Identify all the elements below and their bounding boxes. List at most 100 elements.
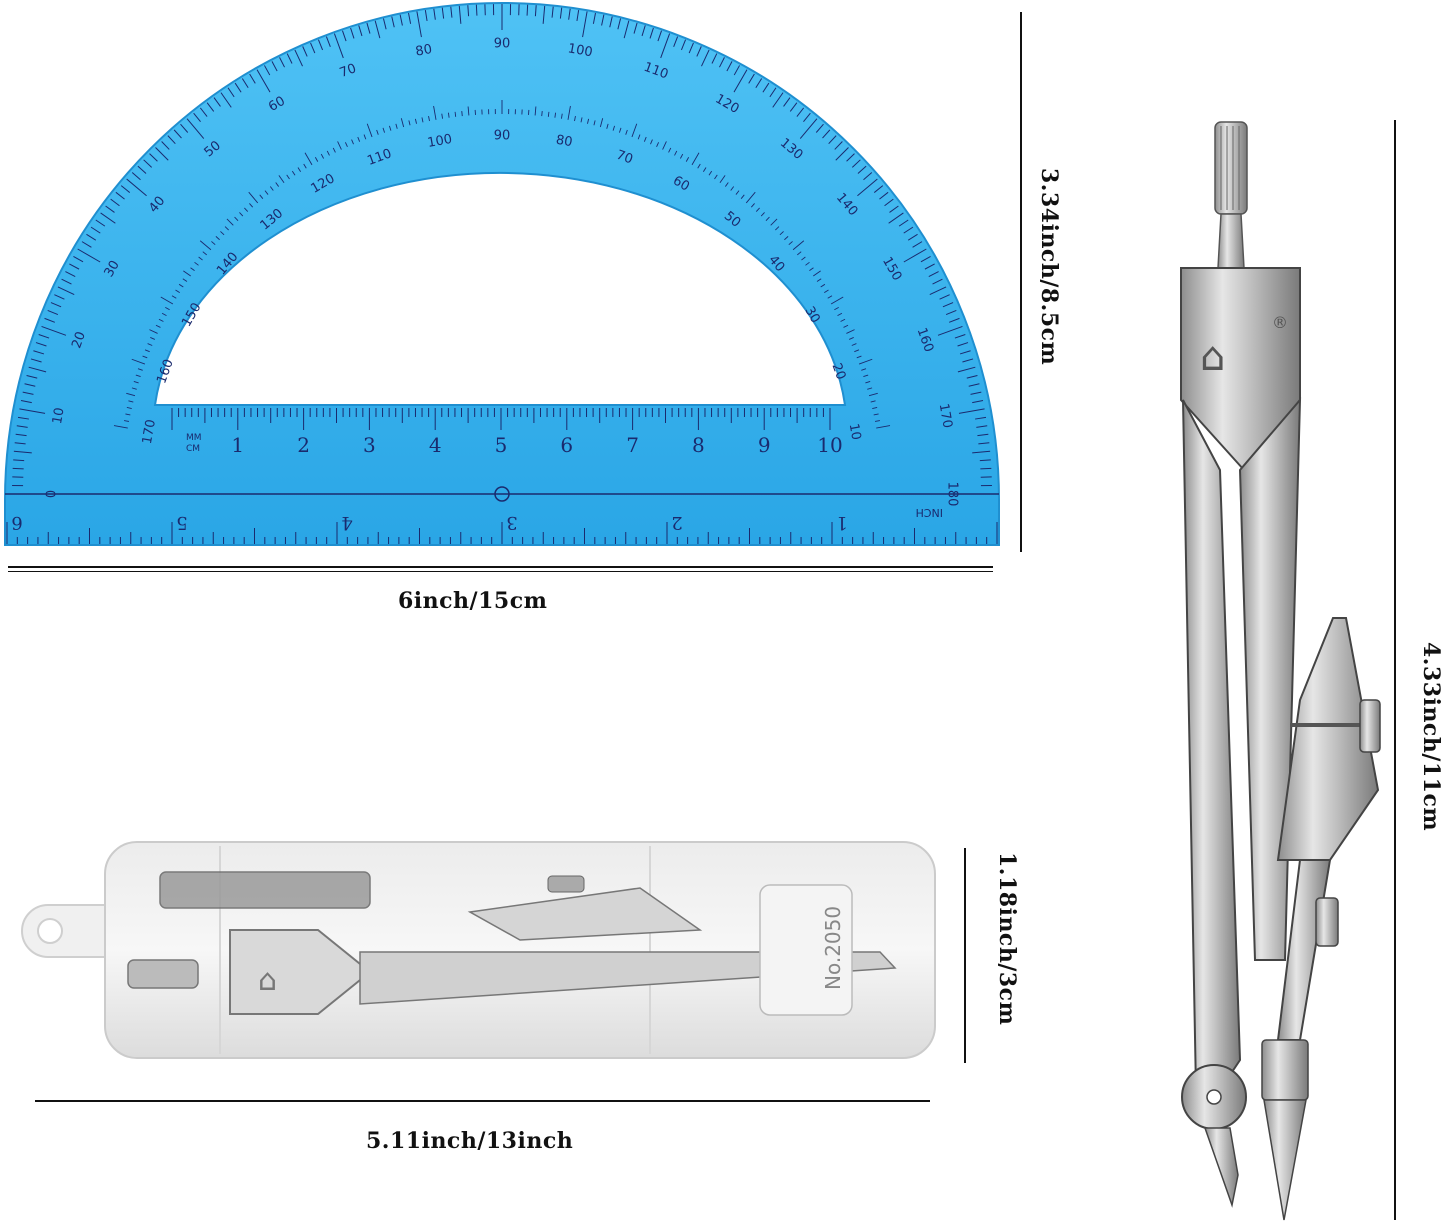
degree-tick — [879, 191, 889, 200]
inner-degree-tick — [421, 117, 424, 123]
degree-tick — [959, 350, 971, 355]
degree-tick — [970, 391, 982, 395]
inner-degree-tick — [872, 406, 878, 409]
outer-degree-label: 90 — [494, 37, 511, 52]
inner-degree-tick — [668, 147, 672, 153]
degree-tick — [907, 233, 918, 241]
degree-tick — [822, 129, 831, 139]
degree-tick — [424, 9, 428, 21]
inner-degree-tick — [226, 218, 234, 226]
degree-tick — [374, 20, 381, 39]
inner-degree-tick — [234, 216, 239, 221]
inner-degree-tick — [680, 153, 684, 159]
inner-degree-tick — [856, 355, 862, 359]
inner-degree-tick — [534, 106, 537, 116]
degree-tick — [834, 141, 843, 150]
degree-tick — [193, 112, 201, 123]
inner-degree-tick — [125, 413, 131, 416]
degree-tick — [979, 459, 991, 462]
case-height-label: 1.18inch/3cm — [994, 852, 1020, 1026]
compass-lead-tip — [1263, 1099, 1307, 1221]
degree-tick — [325, 36, 331, 47]
inner-degree-tick — [194, 261, 199, 266]
degree-tick — [719, 57, 725, 68]
degree-tick — [617, 18, 622, 30]
cm-number: 10 — [817, 433, 842, 457]
degree-tick — [54, 294, 65, 300]
degree-tick — [206, 102, 215, 112]
inch-number: 3 — [506, 512, 517, 533]
degree-tick — [772, 92, 784, 108]
inner-degree-tick — [697, 163, 701, 169]
inner-degree-tick — [395, 123, 398, 129]
degree-tick — [199, 107, 208, 117]
degree-tick — [601, 14, 605, 26]
degree-tick — [937, 325, 963, 336]
degree-tick — [302, 46, 308, 57]
case-width-line — [35, 1100, 930, 1102]
inner-degree-label: 30 — [801, 304, 822, 326]
degree-tick — [748, 73, 755, 84]
degree-tick — [688, 42, 694, 54]
degree-tick — [903, 248, 927, 263]
degree-tick — [815, 123, 824, 133]
cm-number: 5 — [495, 433, 508, 457]
inner-degree-tick — [131, 387, 137, 390]
inner-degree-tick — [685, 157, 690, 162]
degree-tick — [35, 342, 47, 347]
outer-degree-label: 60 — [266, 94, 288, 115]
outer-degree-label: 170 — [936, 402, 955, 429]
degree-tick — [22, 391, 34, 395]
inner-degree-tick — [357, 136, 361, 142]
degree-tick — [660, 33, 671, 59]
degree-tick — [633, 22, 638, 34]
inner-degree-tick — [867, 387, 873, 390]
inner-degree-tick — [158, 318, 164, 322]
degree-tick — [149, 153, 158, 162]
inner-degree-tick — [868, 392, 878, 397]
inner-degree-tick — [304, 152, 313, 166]
inner-degree-tick — [165, 306, 170, 311]
degree-tick — [803, 112, 811, 123]
inch-number: 6 — [11, 512, 22, 533]
inner-degree-tick — [708, 170, 713, 176]
inner-degree-tick — [580, 117, 583, 123]
degree-tick — [863, 172, 873, 181]
inner-degree-tick — [784, 236, 789, 241]
degree-tick — [889, 205, 899, 213]
degree-tick — [358, 25, 363, 37]
inner-degree-tick — [674, 150, 678, 156]
inner-degree-tick — [827, 295, 833, 299]
degree-tick — [33, 350, 45, 355]
degree-tick — [623, 20, 630, 39]
degree-tick — [954, 333, 966, 339]
inner-degree-tick — [691, 152, 700, 166]
degree-tick — [286, 53, 293, 64]
degree-tick — [957, 342, 969, 347]
inner-degree-label: 170 — [140, 418, 159, 445]
inner-degree-tick — [618, 127, 622, 133]
inner-degree-tick — [215, 236, 220, 241]
degree-tick — [534, 5, 537, 17]
inner-degree-tick — [816, 278, 822, 282]
inner-degree-tick — [876, 425, 891, 429]
cm-number: 8 — [692, 433, 705, 457]
degree-tick — [980, 467, 992, 470]
inner-degree-tick — [650, 139, 653, 145]
degree-tick — [399, 14, 403, 26]
case-model-label — [759, 884, 853, 1016]
cm-unit-label-2: CM — [186, 444, 200, 454]
degree-tick — [408, 12, 412, 24]
inner-degree-tick — [779, 231, 784, 236]
inner-degree-tick — [593, 120, 596, 126]
inner-degree-tick — [211, 241, 216, 246]
case-logo-icon: ⌂ — [258, 963, 277, 998]
degree-tick — [828, 135, 837, 145]
degree-tick — [271, 61, 278, 72]
degree-tick — [249, 73, 256, 84]
degree-tick — [310, 42, 316, 54]
degree-tick — [47, 309, 59, 316]
